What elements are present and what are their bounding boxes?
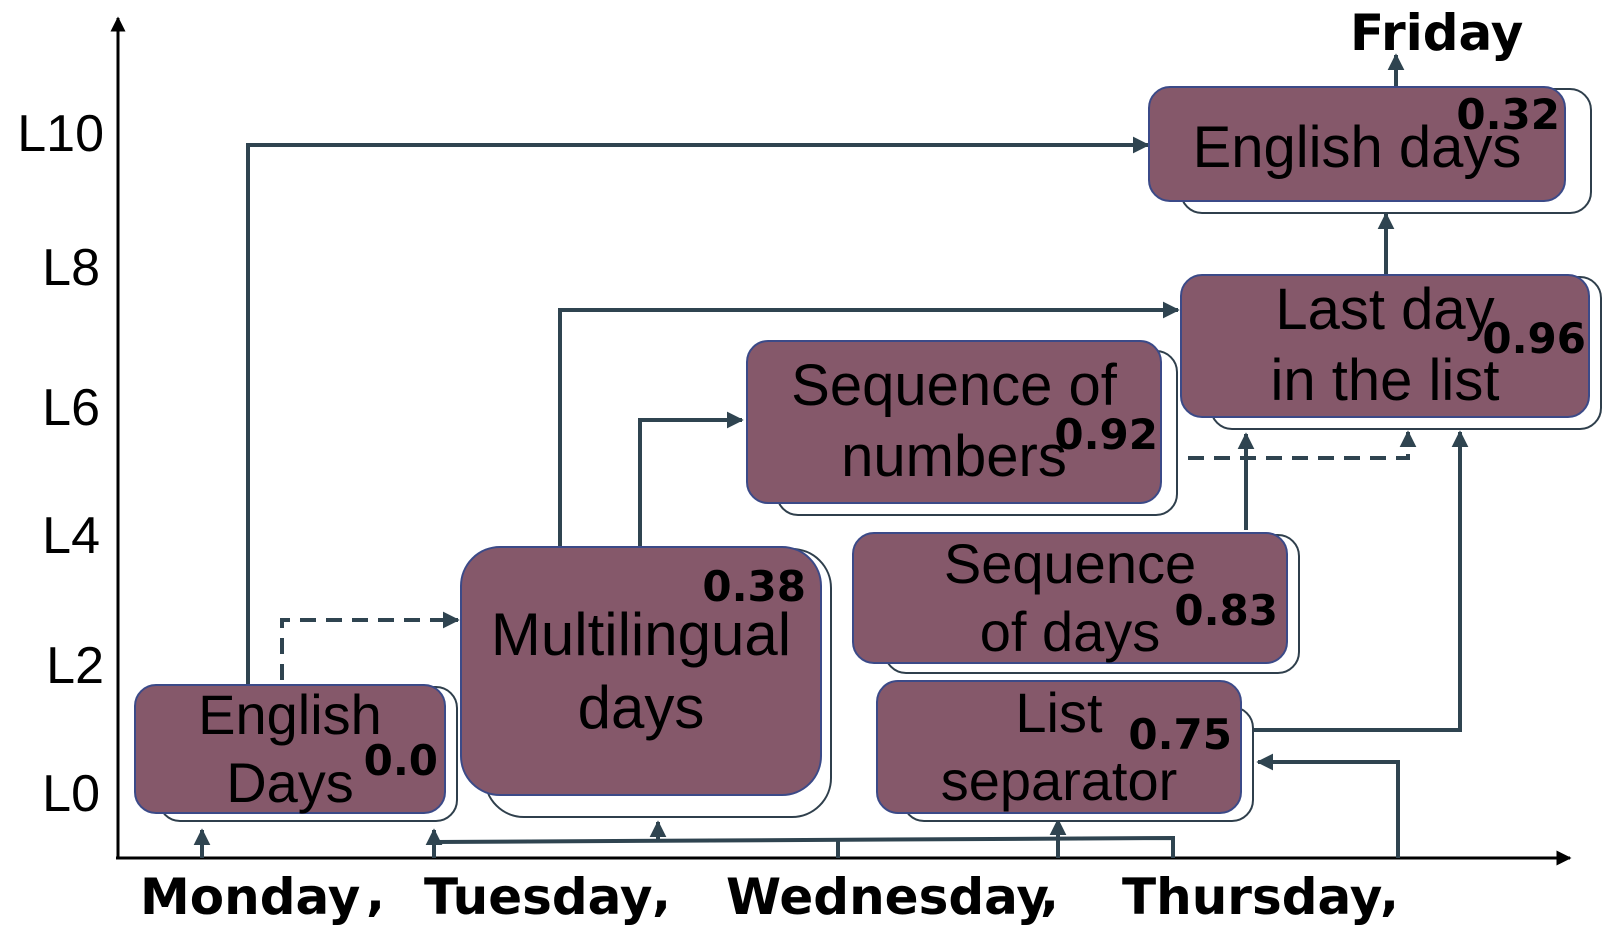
node-label-line2: separator (940, 749, 1178, 812)
node-label-line2: in the list (1270, 348, 1500, 413)
sequence-of-days-node[interactable]: Sequence of days 0.83 (852, 532, 1288, 664)
node-score: 0.96 (1482, 314, 1586, 363)
y-tick-l10: L10 (17, 105, 104, 163)
y-tick-l8: L8 (42, 239, 100, 297)
node-label-line1: List (1015, 680, 1103, 744)
node-label-line2: of days (979, 600, 1161, 663)
node-label-line1: Sequence of (791, 353, 1117, 419)
node-label-line1: Multilingual (490, 600, 792, 668)
edge-english-days-to-english-days-l10 (246, 136, 1150, 685)
x-token-wednesday: Wednesday (726, 868, 1049, 926)
node-label-line2: days (577, 674, 705, 741)
node-label-line1: Last day (1275, 277, 1495, 343)
node-score: 0.38 (702, 562, 806, 611)
english-days-l10-node[interactable]: English days 0.32 (1148, 86, 1566, 202)
last-day-in-list-node[interactable]: Last day in the list 0.96 (1180, 274, 1590, 418)
edge-multilingual-to-sequence-numbers (638, 411, 744, 546)
english-days-l0-node[interactable]: English Days 0.0 (134, 682, 446, 814)
edge-bus-tuesday-wednesday (433, 835, 1175, 858)
y-tick-l6: L6 (42, 379, 100, 437)
output-token-friday: Friday (1350, 4, 1524, 62)
y-tick-l0: L0 (42, 765, 100, 823)
sequence-of-numbers-node[interactable]: Sequence of numbers 0.92 (746, 340, 1162, 504)
x-token-comma-3: , (1040, 864, 1059, 922)
node-score: 0.32 (1456, 90, 1560, 139)
node-label-line1: English (198, 682, 382, 746)
y-tick-l2: L2 (46, 637, 104, 695)
node-score: 0.0 (363, 736, 438, 785)
edge-dashed-english-to-multilingual (280, 611, 460, 680)
node-label-line2: numbers (841, 424, 1067, 489)
x-token-monday: Monday (140, 868, 361, 926)
edge-comma-to-list-separator (1256, 753, 1400, 858)
node-score: 0.83 (1174, 586, 1278, 635)
x-token-comma-2: , (652, 864, 671, 922)
node-score: 0.92 (1054, 410, 1158, 459)
multilingual-days-node[interactable]: Multilingual days 0.38 (460, 546, 822, 796)
x-token-tuesday: Tuesday (424, 868, 653, 926)
node-label-line1: English days (1192, 114, 1522, 180)
x-token-comma-1: , (366, 864, 385, 922)
x-token-thursday: Thursday (1122, 868, 1383, 926)
node-label-line2: Days (226, 751, 354, 814)
node-label-line1: Sequence (943, 531, 1197, 595)
x-token-comma-4: , (1380, 864, 1399, 922)
y-tick-l4: L4 (42, 507, 100, 565)
node-score: 0.75 (1128, 710, 1232, 759)
list-separator-node[interactable]: List separator 0.75 (876, 680, 1242, 814)
edge-dashed-sequence-numbers-to-last-day (1162, 430, 1417, 460)
edge-multilingual-to-last-day (558, 301, 1180, 546)
edge-list-separator-to-last-day (1242, 430, 1469, 732)
